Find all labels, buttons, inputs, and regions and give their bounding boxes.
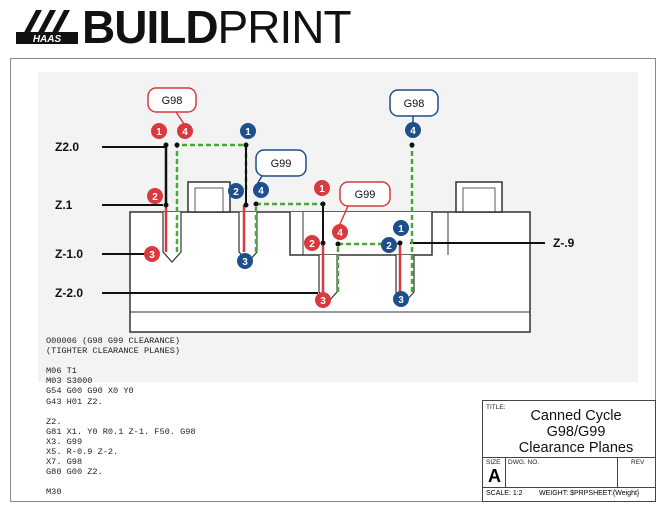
marker-h1-2: 2 (147, 188, 163, 204)
marker-h2-4: 4 (253, 182, 269, 198)
marker-h4-4: 4 (405, 122, 421, 138)
marker-h2-1: 1 (240, 123, 256, 139)
marker-h3-4: 4 (332, 224, 348, 240)
header: HAAS BUILDPRINT (0, 0, 668, 52)
title-line-3: Clearance Planes (518, 440, 634, 456)
svg-text:3: 3 (149, 250, 155, 261)
code-line (46, 477, 466, 487)
boss-right (455, 181, 503, 213)
rev-cell: REV (617, 457, 655, 487)
code-line: G43 H01 Z2. (46, 396, 103, 407)
svg-text:4: 4 (258, 186, 264, 197)
marker-h1-4: 4 (177, 123, 193, 139)
label-z01: Z.1 (55, 198, 73, 212)
marker-h4-2: 2 (381, 237, 397, 253)
brand-bold: BUILD (82, 1, 219, 53)
diagram-svg: Z2.0 Z.1 Z-1.0 Z-2.0 Z-.9 G98 G99 (55, 87, 575, 333)
svg-text:2: 2 (152, 192, 158, 203)
weight-text: WEIGHT: $PRPSHEET:{Weight} (539, 490, 640, 497)
logo-text: HAAS (33, 34, 62, 45)
svg-text:4: 4 (182, 127, 188, 138)
svg-text:3: 3 (398, 295, 404, 306)
svg-text:3: 3 (320, 296, 326, 307)
marker-h3-2: 2 (304, 235, 320, 251)
svg-text:4: 4 (337, 228, 343, 239)
svg-text:1: 1 (156, 127, 162, 138)
svg-text:3: 3 (242, 257, 248, 268)
rev-label: REV (631, 459, 645, 466)
callout-g99-right: G99 (339, 181, 391, 225)
boss-left (187, 181, 231, 213)
label-zm1: Z-1.0 (55, 247, 83, 261)
label-z2: Z2.0 (55, 140, 79, 154)
svg-text:2: 2 (233, 187, 239, 198)
marker-h1-1: 1 (151, 123, 167, 139)
callout-g98-right: G98 (389, 89, 439, 122)
title-row-3: SCALE: 1:2 WEIGHT: $PRPSHEET:{Weight} (483, 487, 655, 501)
svg-text:2: 2 (309, 239, 315, 250)
title-block: TITLE: Canned Cycle G98/G99 Clearance Pl… (482, 400, 656, 502)
svg-text:1: 1 (245, 127, 251, 138)
clearance-diagram: Z2.0 Z.1 Z-1.0 Z-2.0 Z-.9 G98 G99 (38, 72, 638, 382)
code-line: (TIGHTER CLEARANCE PLANES) (46, 346, 181, 357)
code-line: G54 G00 G90 X0 Y0 (46, 386, 134, 397)
svg-text:2: 2 (386, 241, 392, 252)
code-line: X3. G99 (46, 436, 83, 447)
brand-title: BUILDPRINT (82, 1, 352, 53)
svg-text:G98: G98 (162, 95, 183, 107)
code-line (46, 356, 466, 366)
code-line: O00006 (G98 G99 CLEARANCE) (46, 336, 181, 346)
title-line-2: G98/G99 (546, 424, 606, 440)
code-line: G80 G00 Z2. (46, 467, 103, 478)
size-cell: SIZE A (483, 457, 506, 487)
size-value: A (488, 466, 501, 486)
code-line: Z2. (46, 416, 62, 427)
brand-light: PRINT (217, 1, 352, 53)
drawing-title: Canned Cycle G98/G99 Clearance Planes (501, 408, 651, 456)
code-line: X5. R-0.9 Z-2. (46, 447, 119, 458)
title-row-2: SIZE A DWG. NO. REV (483, 457, 655, 488)
callout-g99-left: G99 (255, 149, 307, 187)
haas-logo: HAAS (16, 10, 78, 45)
code-line: M03 S3000 (46, 376, 93, 387)
marker-h3-3: 3 (315, 292, 331, 308)
label-zm09: Z-.9 (553, 236, 575, 250)
dwg-cell: DWG. NO. (505, 457, 618, 487)
title-cell: TITLE: Canned Cycle G98/G99 Clearance Pl… (483, 401, 655, 458)
svg-text:G99: G99 (271, 158, 292, 170)
title-line-1: Canned Cycle (530, 408, 622, 424)
g-code-program: O00006 (G98 G99 CLEARANCE)(TIGHTER CLEAR… (46, 336, 466, 498)
title-label: TITLE: (486, 404, 506, 411)
svg-text:1: 1 (319, 184, 325, 195)
code-line: G81 X1. Y0 R0.1 Z-1. F50. G98 (46, 426, 196, 437)
svg-text:1: 1 (398, 224, 404, 235)
marker-h3-1: 1 (314, 180, 330, 196)
code-line: X7. G98 (46, 457, 83, 468)
svg-text:G98: G98 (404, 98, 425, 110)
size-label: SIZE (486, 459, 501, 466)
marker-h2-3: 3 (237, 253, 253, 269)
scale-text: SCALE: 1:2 (486, 490, 523, 497)
marker-h1-3: 3 (144, 246, 160, 262)
dwg-label: DWG. NO. (508, 459, 540, 466)
callout-g98-left: G98 (147, 87, 197, 125)
code-line (46, 407, 466, 417)
marker-h4-1: 1 (393, 220, 409, 236)
marker-h4-3: 3 (393, 291, 409, 307)
code-line: M30 (46, 487, 62, 498)
code-line: M06 T1 (46, 366, 77, 377)
svg-text:G99: G99 (355, 189, 376, 201)
marker-h2-2: 2 (228, 183, 244, 199)
drawing-sheet (10, 58, 656, 502)
label-zm2: Z-2.0 (55, 286, 83, 300)
svg-text:4: 4 (410, 126, 416, 137)
